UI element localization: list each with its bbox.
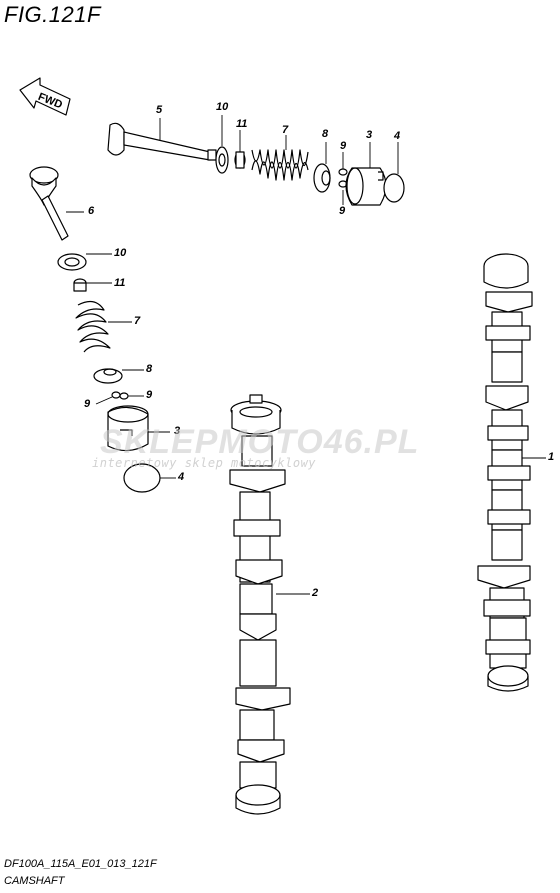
footer-section-name: CAMSHAFT [4, 875, 65, 887]
shim-4-top [383, 173, 405, 203]
part-label-7-left: 7 [134, 315, 141, 327]
part-label-9-left-b: 9 [84, 398, 91, 410]
part-label-5: 5 [156, 104, 163, 116]
part-label-1: 1 [548, 451, 555, 463]
part-label-4-left: 4 [178, 471, 185, 483]
part-label-8-top: 8 [322, 128, 329, 140]
part-label-9-top-b: 9 [339, 205, 346, 217]
part-label-10-top: 10 [216, 101, 229, 113]
part-label-6: 6 [88, 205, 95, 217]
camshaft-1 [477, 253, 533, 692]
part-label-4-top: 4 [394, 130, 401, 142]
footer-diagram-code: DF100A_115A_E01_013_121F [4, 858, 157, 870]
valve-spring-7-top [251, 149, 309, 181]
spring-retainer-8-left [93, 368, 123, 384]
camshaft-2 [229, 394, 291, 815]
fwd-arrow-icon: FWD [19, 77, 71, 116]
part-label-3-top: 3 [366, 129, 373, 141]
part-label-8-left: 8 [146, 363, 153, 375]
valve-exhaust-5 [107, 122, 217, 161]
part-label-9-left-a: 9 [146, 389, 153, 401]
figure-title: FIG.121F [4, 2, 101, 27]
valve-seal-10-top [215, 146, 229, 174]
part-label-2: 2 [312, 587, 319, 599]
part-label-10-left: 10 [114, 247, 127, 259]
tappet-3-left [107, 405, 149, 452]
cotter-9-top [338, 168, 348, 188]
valve-spring-7-left [75, 300, 111, 353]
part-label-3-left: 3 [174, 425, 181, 437]
valve-cotter-11-left [73, 278, 87, 292]
leader-lines [66, 115, 546, 595]
part-label-11-left: 11 [114, 277, 126, 289]
spring-retainer-8-top [313, 163, 331, 193]
valve-seal-10-left [57, 253, 87, 271]
tappet-3-top [345, 167, 387, 206]
valve-cotter-11-top [234, 151, 246, 169]
part-label-11-top: 11 [236, 118, 248, 130]
watermark-logo: SKLEPMOTO46.PL [100, 423, 420, 461]
watermark-subtext: internetowy sklep motocyklowy [92, 456, 317, 470]
part-label-7-top: 7 [282, 124, 289, 136]
cotter-9-left [111, 391, 129, 400]
valve-intake-6 [29, 166, 69, 241]
part-label-9-top-a: 9 [340, 140, 347, 152]
